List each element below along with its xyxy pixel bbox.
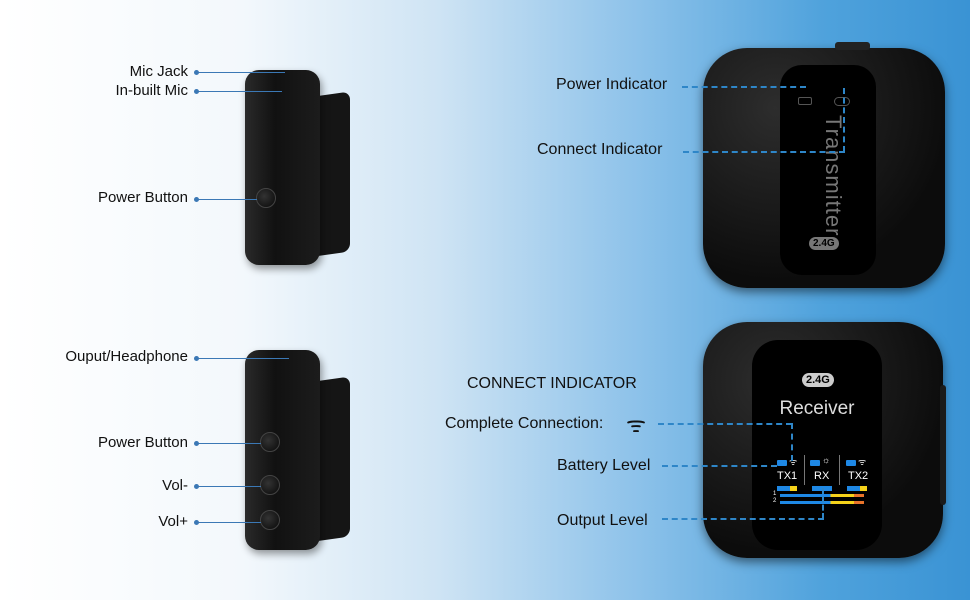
- tx2-battery-bar: [847, 486, 867, 491]
- channel-2-label: 2: [773, 498, 777, 504]
- pointer-dash: [682, 86, 806, 88]
- transmitter-badge: 2.4G: [809, 237, 839, 250]
- inbuilt-mic-label: In-built Mic: [115, 82, 188, 99]
- power-button-graphic: [256, 188, 276, 208]
- receiver-screen-title: Receiver: [779, 398, 855, 419]
- pointer-dot: [194, 441, 199, 446]
- complete-connection-label: Complete Connection:: [445, 415, 604, 432]
- pointer-line: [197, 443, 261, 444]
- wifi-icon: ᯤ: [789, 457, 798, 467]
- channel-1-label: 1: [773, 491, 777, 497]
- output-level-label: Output Level: [557, 512, 648, 529]
- battery-icon: [846, 460, 856, 466]
- divider: [839, 455, 840, 485]
- battery-icon: [798, 97, 812, 105]
- output-label: Ouput/Headphone: [65, 348, 188, 365]
- pointer-line: [197, 358, 289, 359]
- power-indicator-label: Power Indicator: [556, 76, 668, 93]
- vol-plus-graphic: [260, 510, 280, 530]
- battery-icon: [777, 460, 787, 466]
- pointer-line: [197, 486, 261, 487]
- pointer-dot: [194, 484, 199, 489]
- pointer-line: [197, 199, 257, 200]
- pointer-dash: [822, 488, 824, 519]
- vol-minus-label: Vol-: [162, 477, 188, 494]
- divider: [804, 455, 805, 485]
- transmitter-screen: Transmitter 2.4G: [780, 65, 876, 275]
- tx2-label: TX2: [848, 470, 869, 482]
- power-button-label: Power Button: [97, 189, 188, 206]
- power-button-graphic: [260, 432, 280, 452]
- mic-jack-label: Mic Jack: [129, 63, 188, 80]
- receiver-body: [245, 350, 320, 550]
- receiver-screen: 2.4G Receiver ᯤ ☼ ᯤ TX1 RX TX2 1 2: [752, 340, 882, 550]
- pointer-dash: [843, 88, 845, 152]
- battery-icon: [810, 460, 820, 466]
- pointer-line: [197, 91, 282, 92]
- link-icon: [834, 97, 850, 106]
- receiver-side-buttons: [940, 385, 946, 505]
- rx-label: RX: [814, 470, 830, 482]
- tx1-label: TX1: [777, 470, 798, 482]
- pointer-dash: [791, 423, 793, 461]
- pointer-line: [197, 72, 285, 73]
- transmitter-top-button: [835, 42, 870, 50]
- receiver-badge: 2.4G: [802, 373, 834, 387]
- vol-plus-label: Vol+: [158, 513, 188, 530]
- battery-level-label: Battery Level: [557, 457, 651, 474]
- pointer-line: [197, 522, 261, 523]
- transmitter-body: [245, 70, 320, 265]
- pointer-dot: [194, 197, 199, 202]
- pointer-dot: [194, 89, 199, 94]
- power-button-label: Power Button: [97, 434, 188, 451]
- pointer-dash: [662, 465, 777, 467]
- pointer-dot: [194, 70, 199, 75]
- connect-indicator-label: Connect Indicator: [537, 141, 663, 158]
- wifi-icon: ᯤ: [858, 457, 867, 467]
- brightness-icon: ☼: [822, 455, 831, 465]
- tx1-battery-bar: [777, 486, 797, 491]
- wifi-icon: ᯤ: [626, 412, 647, 437]
- pointer-dot: [194, 356, 199, 361]
- vol-minus-graphic: [260, 475, 280, 495]
- pointer-dash: [658, 423, 792, 425]
- pointer-dot: [194, 520, 199, 525]
- pointer-dash: [683, 151, 845, 153]
- pointer-dash: [662, 518, 824, 520]
- connect-indicator-heading: CONNECT INDICATOR: [467, 375, 637, 392]
